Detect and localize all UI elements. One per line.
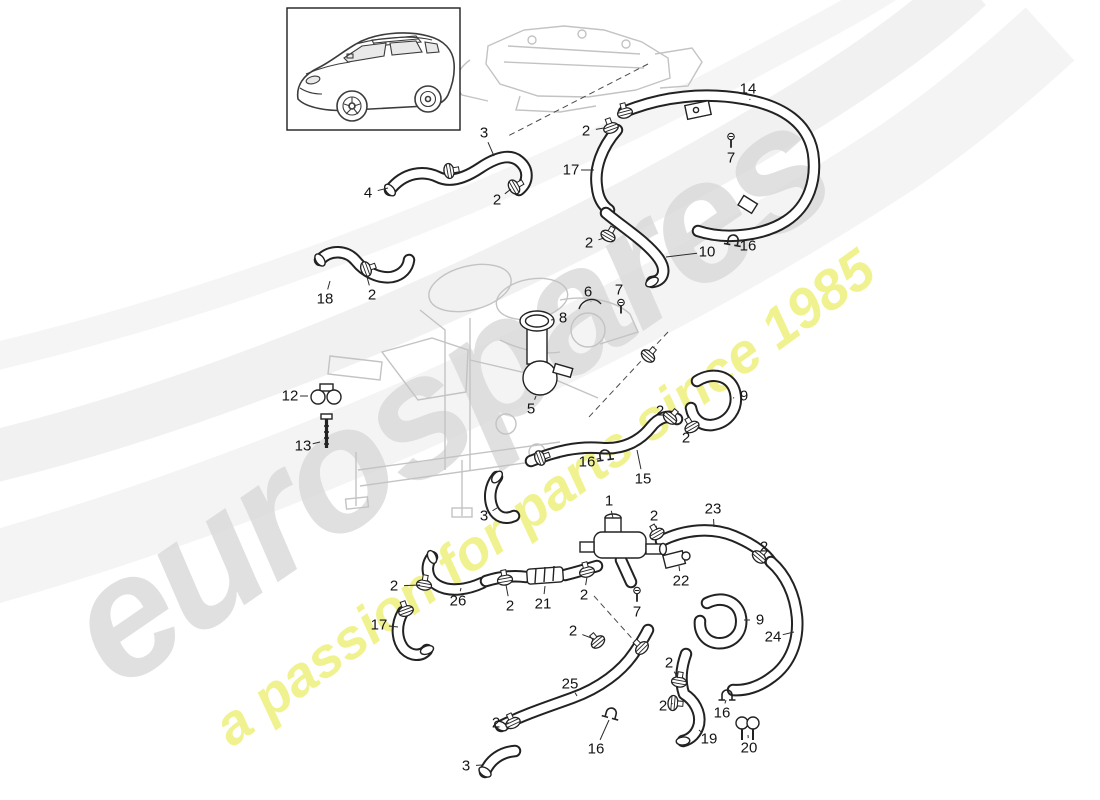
bolt-part-13 xyxy=(320,413,333,448)
leader-line xyxy=(595,127,605,130)
leader-line xyxy=(598,237,605,241)
watermark-swoosh xyxy=(0,0,897,370)
hose-end-flare xyxy=(675,735,691,747)
hose-part-3-bottom xyxy=(485,751,515,772)
hose-part-25 xyxy=(501,630,648,726)
leader-line xyxy=(504,188,512,195)
watermark-swoosh xyxy=(0,7,1075,603)
leader-line xyxy=(492,507,498,512)
connector-part-21 xyxy=(526,565,565,585)
vehicle-thumbnail xyxy=(286,7,461,131)
screw-icon xyxy=(632,586,642,603)
leader-line xyxy=(582,634,595,640)
leader-line xyxy=(673,671,679,679)
pump-cap-part-8 xyxy=(519,310,555,332)
leader-line xyxy=(487,141,495,157)
leader-line xyxy=(599,719,610,741)
fitting-part-22 xyxy=(661,549,691,570)
leader-line xyxy=(543,585,546,595)
leader-line xyxy=(505,584,509,597)
bracket-part-6 xyxy=(578,298,602,310)
bracket-near-hose-14 xyxy=(683,99,759,215)
leader-line xyxy=(698,729,702,733)
leader-line xyxy=(327,280,331,290)
watermark-swoosh xyxy=(0,0,986,482)
leader-line xyxy=(665,252,698,258)
leader-lines xyxy=(300,98,795,766)
leader-line xyxy=(403,584,421,587)
leader-line xyxy=(610,510,614,519)
leader-line xyxy=(724,699,727,704)
leader-line xyxy=(585,576,588,586)
leader-line xyxy=(574,692,578,697)
leader-line xyxy=(596,457,602,460)
leader-line xyxy=(678,565,681,572)
leader-line xyxy=(377,187,389,192)
clip-icon xyxy=(600,705,622,721)
leader-line xyxy=(636,449,642,470)
leader-line xyxy=(782,631,795,636)
hose-part-19 xyxy=(682,654,700,741)
leader-line xyxy=(655,525,658,531)
leader-line xyxy=(388,625,399,628)
hose-end-flare xyxy=(418,643,436,657)
bracket-part-12 xyxy=(310,383,342,405)
leader-line xyxy=(312,441,321,445)
valve-outlet-stub xyxy=(621,560,631,582)
leader-line xyxy=(534,395,537,400)
leader-line xyxy=(459,587,462,592)
vehicle-illustration xyxy=(296,32,455,122)
coolant-pump-part-5 xyxy=(519,310,574,396)
changeover-valve-part-1 xyxy=(579,513,668,559)
hose-part-9-lower xyxy=(700,600,741,644)
clamp-pair-part-20 xyxy=(735,716,760,740)
clamp-icon xyxy=(585,628,608,652)
leader-line xyxy=(366,276,370,286)
